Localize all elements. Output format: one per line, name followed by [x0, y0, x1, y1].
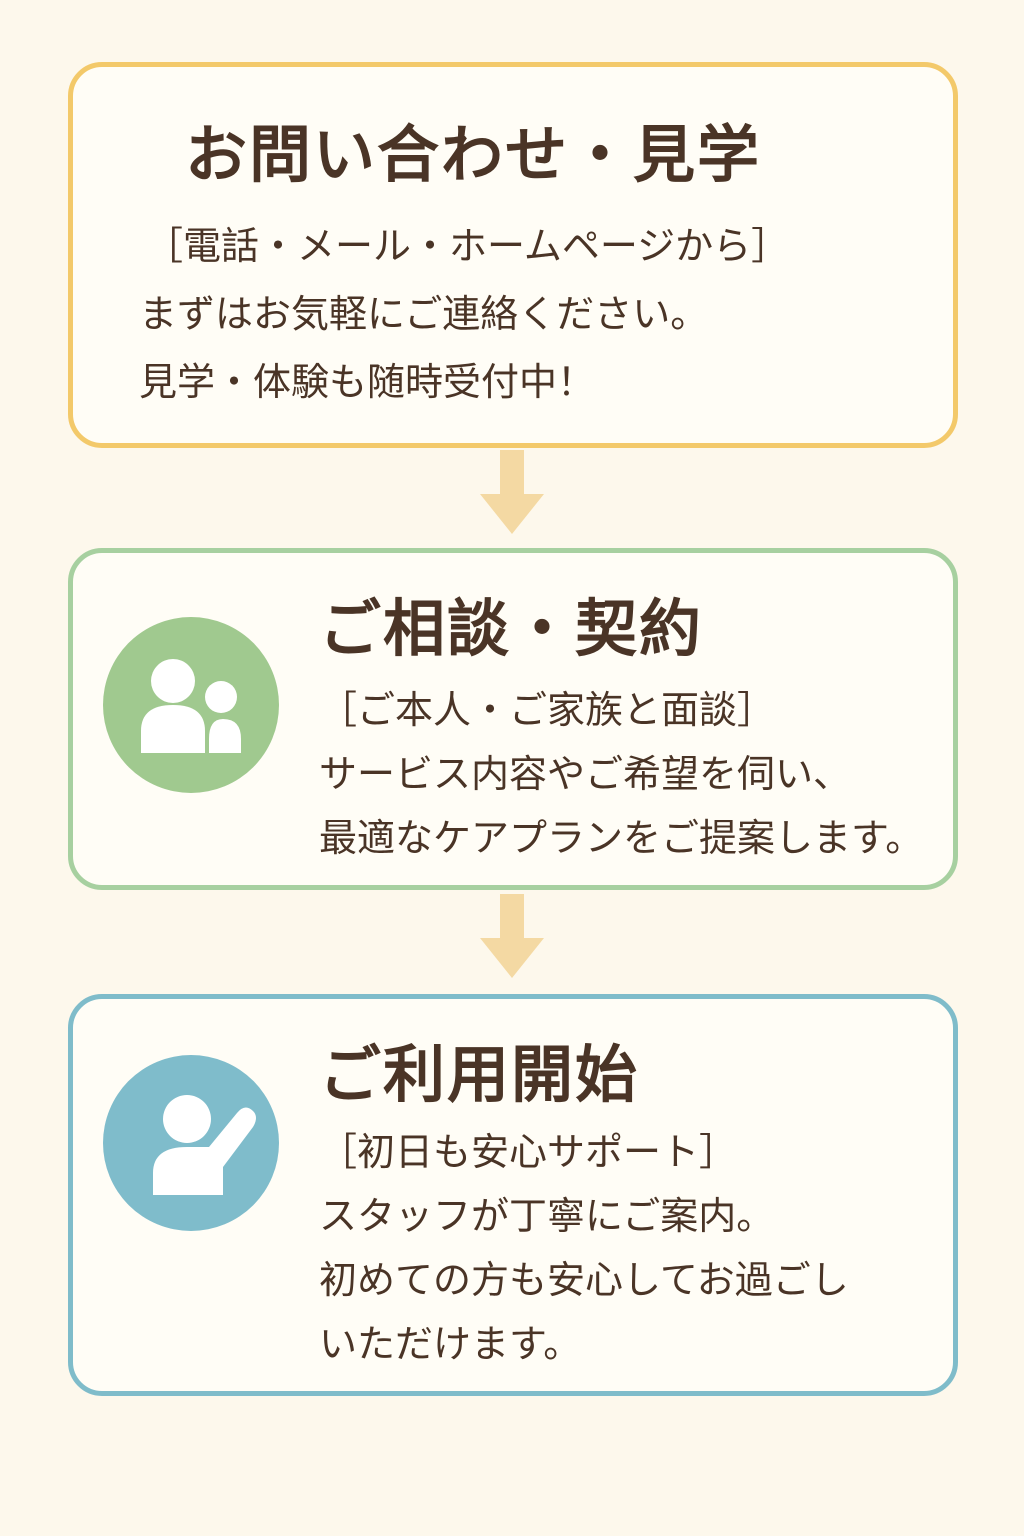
- down-arrow-icon: [480, 450, 544, 534]
- step-description-line: まずはお気軽にご連絡ください。: [139, 292, 709, 336]
- step-description-line: 見学・体験も随時受付中！: [139, 360, 596, 404]
- step-subtitle: ［電話・メール・ホームページから］: [145, 224, 790, 268]
- step-card-service-start: ご利用開始 ［初日も安心サポート］ スタッフが丁寧にご案内。 初めての方も安心し…: [68, 994, 958, 1396]
- step-title: お問い合わせ・見学: [185, 118, 762, 191]
- people-icon: [103, 617, 279, 793]
- step-description-line: 初めての方も安心してお過ごし: [319, 1258, 849, 1302]
- step-card-inquiry: お問い合わせ・見学 ［電話・メール・ホームページから］ まずはお気軽にご連絡くだ…: [68, 62, 958, 448]
- step-description-line: サービス内容やご希望を伺い、: [319, 752, 852, 796]
- step-title: ご利用開始: [319, 1038, 640, 1111]
- step-subtitle: ［ご本人・ご家族と面談］: [319, 688, 776, 732]
- step-card-consultation: ご相談・契約 ［ご本人・ご家族と面談］ サービス内容やご希望を伺い、 最適なケア…: [68, 548, 958, 890]
- staff-guide-icon: [103, 1055, 279, 1231]
- step-title: ご相談・契約: [319, 592, 704, 665]
- step-subtitle: ［初日も安心サポート］: [319, 1130, 738, 1174]
- step-description-line: いただけます。: [319, 1322, 582, 1366]
- step-description-line: スタッフが丁寧にご案内。: [319, 1194, 775, 1238]
- down-arrow-icon: [480, 894, 544, 978]
- step-description-line: 最適なケアプランをご提案します。: [319, 816, 924, 860]
